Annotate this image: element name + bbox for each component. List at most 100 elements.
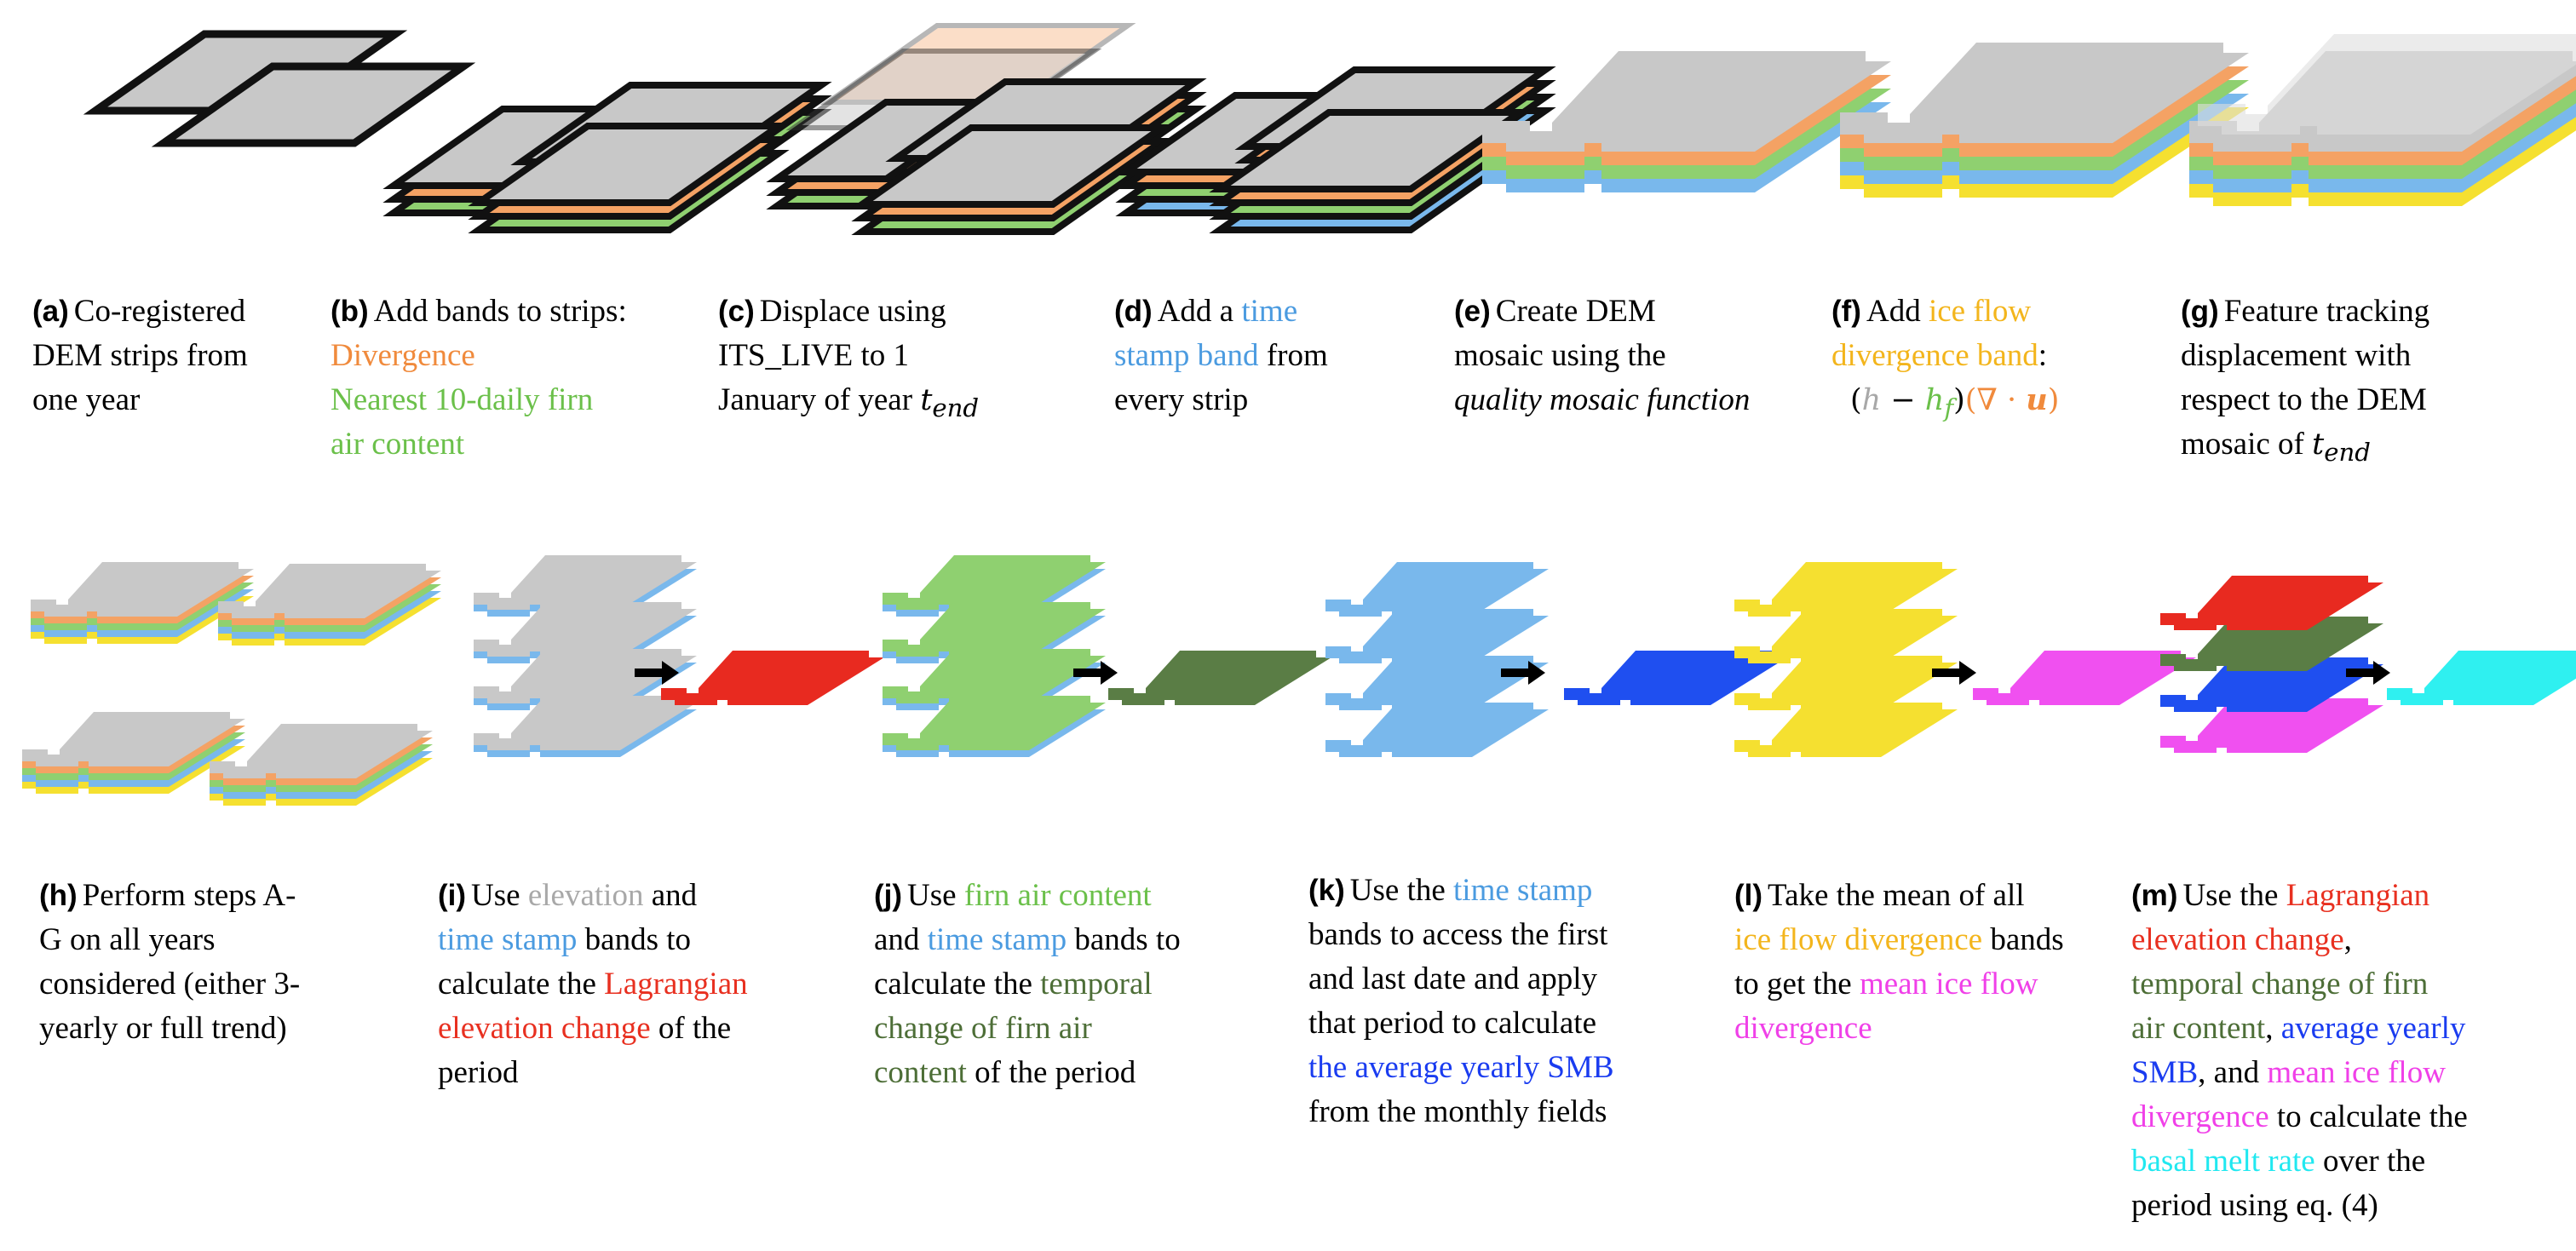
label-g: (g) xyxy=(2181,295,2219,328)
caption-h-line2: G on all years xyxy=(39,922,216,957)
caption-m-tocalc: to calculate the xyxy=(2268,1099,2468,1134)
label-i: (i) xyxy=(438,879,467,912)
caption-m-comma2: , xyxy=(2265,1011,2281,1046)
caption-m-divergence: divergence xyxy=(2131,1099,2269,1134)
caption-c-line1: Displace using xyxy=(759,294,946,329)
formula-minus: − xyxy=(1881,383,1925,417)
caption-c-t: t xyxy=(920,383,933,417)
label-c: (c) xyxy=(718,295,755,328)
panel-k-layer xyxy=(1325,609,1549,663)
caption-a: (a)Co-registered DEM strips from one yea… xyxy=(32,290,248,422)
caption-j: (j)Use firn air content and time stamp b… xyxy=(874,874,1181,1095)
panel-i-layer xyxy=(474,555,697,610)
formula-open: ( xyxy=(1850,383,1862,417)
caption-m-smb: SMB xyxy=(2131,1055,2199,1090)
panel-j-firn-output xyxy=(1108,651,1331,705)
caption-i-elevation: elevation xyxy=(527,878,644,913)
caption-m-elevchange: elevation change xyxy=(2131,922,2344,957)
caption-i: (i)Use elevation and time stamp bands to… xyxy=(438,874,748,1095)
caption-m-meanice: mean ice flow xyxy=(2267,1055,2446,1090)
label-b: (b) xyxy=(331,295,369,328)
caption-d-line3: every strip xyxy=(1114,382,1249,417)
caption-j-firn: firn air content xyxy=(963,878,1152,913)
caption-j-content: content xyxy=(874,1055,967,1090)
panel-l-layer xyxy=(1734,562,1958,617)
caption-g-line1: Feature tracking xyxy=(2223,294,2430,329)
caption-j-temporal: temporal xyxy=(1040,967,1153,1001)
caption-k-use: Use the xyxy=(1349,873,1454,908)
caption-b-line1: Add bands to strips: xyxy=(373,294,627,329)
label-l: (l) xyxy=(1734,879,1763,912)
caption-k-timestamp: time stamp xyxy=(1453,873,1593,908)
caption-k-smb: the average yearly SMB xyxy=(1308,1050,1614,1085)
caption-l-icediv: ice flow divergence xyxy=(1734,922,1983,957)
caption-k-line2: bands to access the first xyxy=(1308,917,1608,952)
caption-l-mean: mean ice flow xyxy=(1859,967,2038,1001)
caption-m-temporal: temporal change of firn xyxy=(2131,967,2429,1001)
panel-k-layer xyxy=(1325,562,1549,617)
caption-d-from: from xyxy=(1258,338,1328,373)
caption-m-comma1: , xyxy=(2343,922,2352,957)
caption-i-and: and xyxy=(643,878,698,913)
caption-k-line6: from the monthly fields xyxy=(1308,1094,1607,1129)
formula-hf-sub: f xyxy=(1944,393,1954,422)
label-h: (h) xyxy=(39,879,78,912)
caption-i-calc: calculate the xyxy=(438,967,605,1001)
caption-c-line3: January of year xyxy=(718,382,921,417)
caption-d: (d)Add a time stamp band from every stri… xyxy=(1114,290,1328,422)
caption-e-line1: Create DEM xyxy=(1495,294,1656,329)
panel-l-layer xyxy=(1734,703,1958,757)
caption-f-colon: : xyxy=(2038,338,2048,373)
caption-a-line1: Co-registered xyxy=(73,294,246,329)
panel-m-basal-melt-output xyxy=(2387,651,2576,705)
caption-d-l1a: Add a xyxy=(1157,294,1242,329)
label-a: (a) xyxy=(32,295,69,328)
panel-l-layer xyxy=(1734,609,1958,663)
caption-f-iceflow: ice flow xyxy=(1928,294,2032,329)
caption-k-line4: that period to calculate xyxy=(1308,1006,1596,1041)
caption-g: (g)Feature tracking displacement with re… xyxy=(2181,290,2429,474)
label-d: (d) xyxy=(1114,295,1153,328)
caption-m-line8: period using eq. (4) xyxy=(2131,1188,2378,1223)
caption-j-use: Use xyxy=(907,878,964,913)
label-m: (m) xyxy=(2131,879,2178,912)
caption-g-line4: mosaic of xyxy=(2181,427,2313,462)
caption-b-divergence: Divergence xyxy=(331,338,475,373)
caption-b-firn2: air content xyxy=(331,427,465,462)
caption-i-ofthe: of the xyxy=(650,1011,732,1046)
caption-c-end: end xyxy=(932,393,980,422)
caption-h-line3: considered (either 3- xyxy=(39,967,301,1001)
caption-m: (m)Use the Lagrangian elevation change, … xyxy=(2131,874,2468,1228)
caption-i-use: Use xyxy=(471,878,528,913)
caption-g-line3: respect to the DEM xyxy=(2181,382,2427,417)
caption-l-bands: bands xyxy=(1982,922,2064,957)
caption-f-add: Add xyxy=(1866,294,1929,329)
caption-m-use: Use the xyxy=(2182,878,2286,913)
caption-f: (f)Add ice flow divergence band: (h − hf… xyxy=(1831,290,2059,430)
caption-e: (e)Create DEM mosaic using the quality m… xyxy=(1454,290,1750,422)
caption-m-avgyearly: average yearly xyxy=(2280,1011,2466,1046)
caption-f-divband: divergence band xyxy=(1831,338,2038,373)
caption-m-aircontent: air content xyxy=(2131,1011,2266,1046)
caption-a-line3: one year xyxy=(32,382,141,417)
caption-l-toget: to get the xyxy=(1734,967,1860,1001)
caption-h: (h)Perform steps A- G on all years consi… xyxy=(39,874,300,1051)
caption-c: (c)Displace using ITS_LIVE to 1 January … xyxy=(718,290,979,430)
caption-l-divergence: divergence xyxy=(1734,1011,1872,1046)
caption-c-line2: ITS_LIVE to 1 xyxy=(718,338,910,373)
caption-h-line1: Perform steps A- xyxy=(82,878,296,913)
label-f: (f) xyxy=(1831,295,1861,328)
caption-j-bandsto: bands to xyxy=(1067,922,1181,957)
panel-j-layer xyxy=(883,555,1106,610)
caption-j-change: change of firn air xyxy=(874,1011,1092,1046)
label-e: (e) xyxy=(1454,295,1491,328)
panel-k-layer xyxy=(1325,703,1549,757)
caption-a-line2: DEM strips from xyxy=(32,338,248,373)
caption-d-stamp-band: stamp band xyxy=(1114,338,1259,373)
panel-i-lagrangian-output xyxy=(661,651,884,705)
caption-j-period: of the period xyxy=(966,1055,1136,1090)
caption-i-bandsto: bands to xyxy=(577,922,692,957)
caption-d-time: time xyxy=(1241,294,1298,329)
caption-b-firn1: Nearest 10-daily firn xyxy=(331,382,594,417)
caption-b: (b)Add bands to strips: Divergence Neare… xyxy=(331,290,627,467)
